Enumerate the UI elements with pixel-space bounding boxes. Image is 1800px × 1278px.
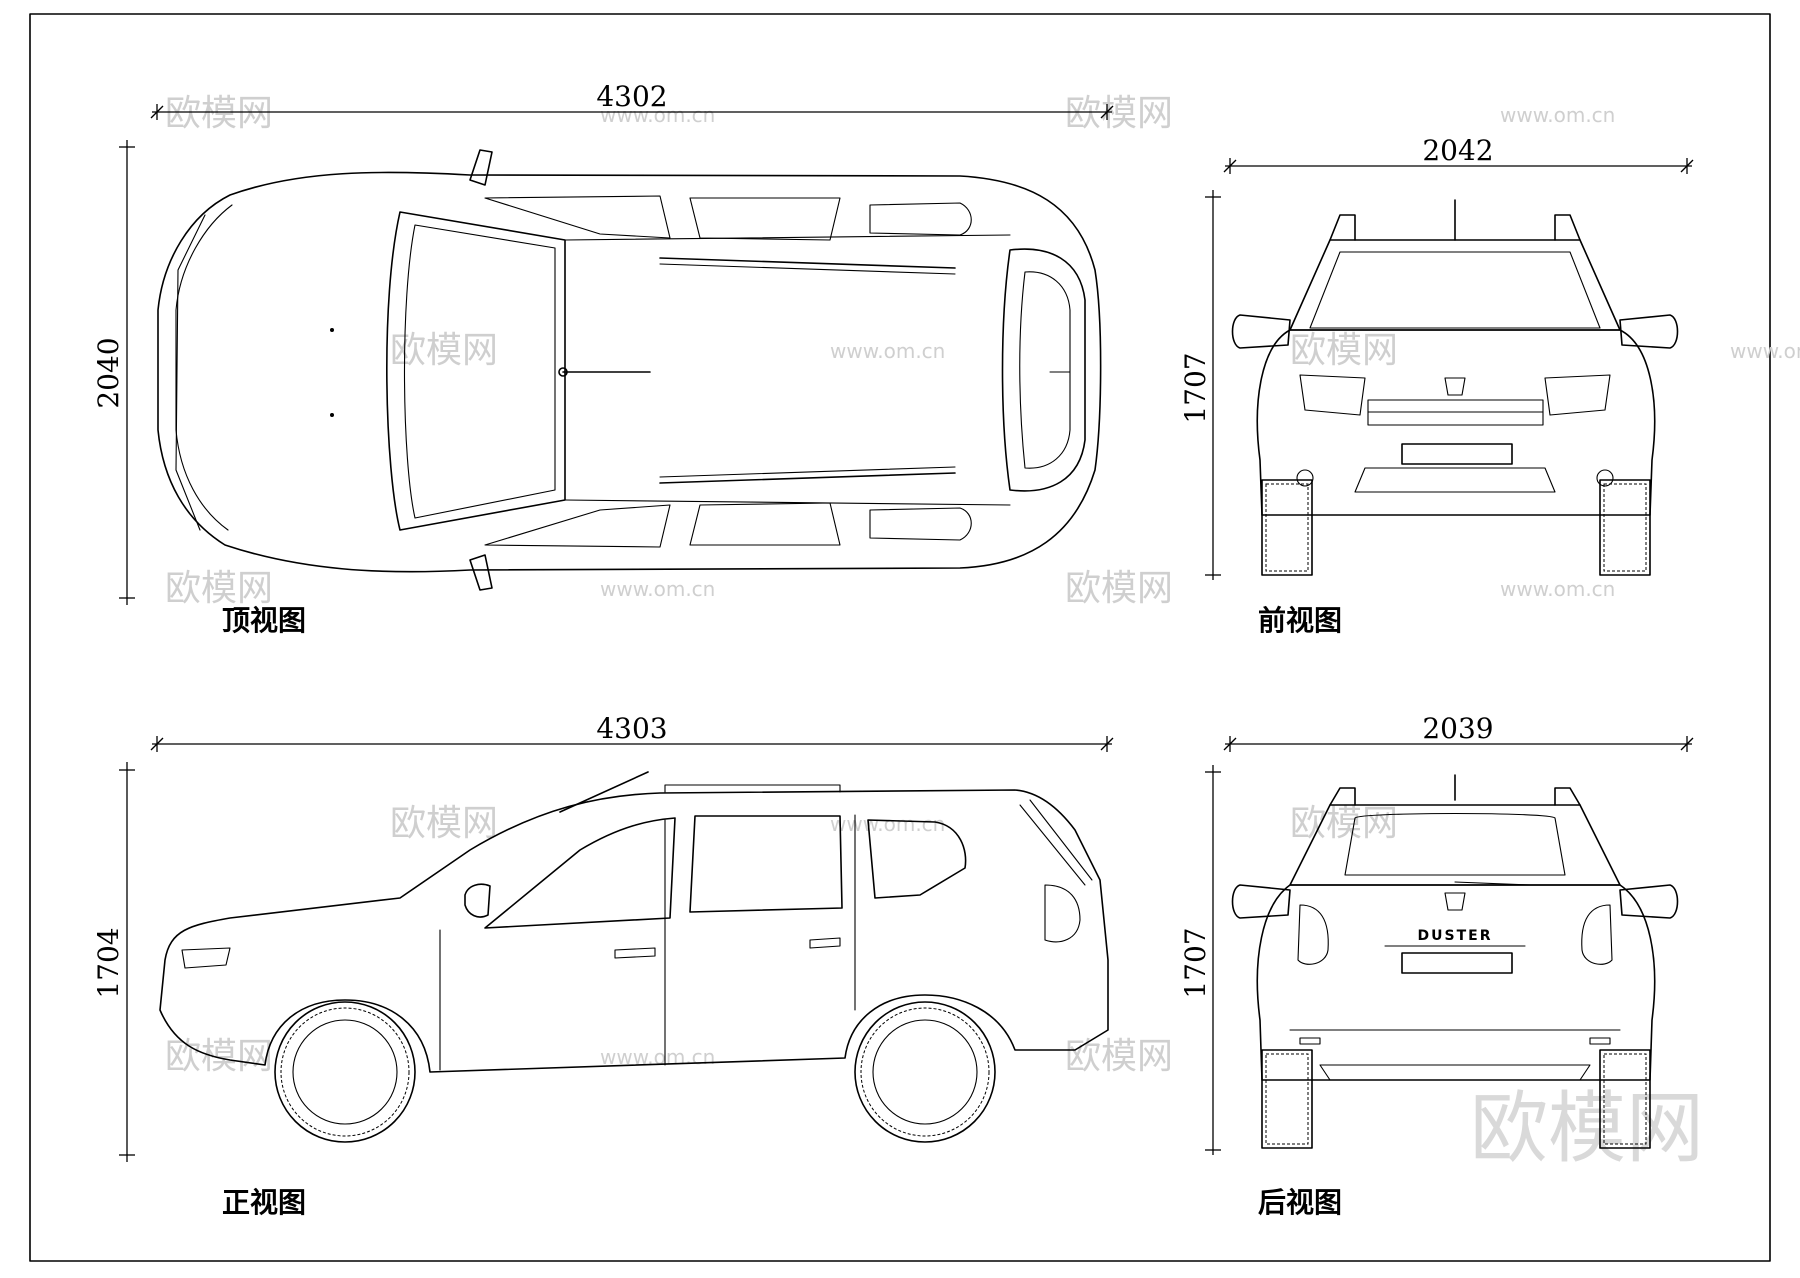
drawing-frame — [29, 13, 1771, 1262]
watermark-text: 欧模网 — [165, 1036, 273, 1077]
watermark-url: www.om.cn — [600, 103, 715, 127]
top-length-value: 4302 — [596, 80, 667, 113]
top-width-dimension: 2040 — [92, 140, 135, 605]
watermark-text: 欧模网 — [1290, 330, 1398, 371]
watermark-url: www.om.cn — [1500, 103, 1615, 127]
watermark-text: 欧模网 — [1065, 93, 1173, 134]
watermark-text: 欧模网 — [1290, 803, 1398, 844]
top-car-drawing — [157, 149, 1102, 591]
front-height-value: 1707 — [1179, 352, 1212, 423]
rear-height-value: 1707 — [1179, 927, 1212, 998]
rear-width-dimension: 2039 — [1223, 712, 1694, 752]
watermark-url: www.om.cn — [830, 812, 945, 836]
watermark-text: 欧模网 — [165, 568, 273, 609]
top-width-value: 2040 — [92, 337, 125, 408]
front-height-dimension: 1707 — [1179, 190, 1221, 580]
watermark-text: 欧模网 — [390, 330, 498, 371]
rear-view: 2039 1707 DUSTER — [1179, 712, 1694, 1219]
side-length-value: 4303 — [596, 712, 667, 745]
rear-height-dimension: 1707 — [1179, 765, 1221, 1155]
side-car-drawing — [159, 771, 1109, 1143]
front-view-caption: 前视图 — [1258, 604, 1342, 637]
side-height-dimension: 1704 — [92, 762, 135, 1162]
rear-car-drawing: DUSTER — [1231, 774, 1679, 1149]
watermark-url: www.om.cn — [1730, 339, 1800, 363]
watermark-url: www.om.cn — [600, 577, 715, 601]
watermark-layer: 欧模网 www.om.cn 欧模网 www.om.cn 欧模网 www.om.c… — [165, 93, 1800, 1174]
watermark-url: www.om.cn — [1500, 577, 1615, 601]
watermark-url: www.om.cn — [830, 339, 945, 363]
watermark-text: 欧模网 — [1065, 568, 1173, 609]
watermark-logo-text: 欧模网 — [1470, 1084, 1704, 1174]
rear-badge-text: DUSTER — [1418, 928, 1493, 944]
front-view: 2042 1707 — [1179, 134, 1694, 637]
side-length-dimension: 4303 — [150, 712, 1114, 752]
watermark-text: 欧模网 — [390, 803, 498, 844]
top-length-dimension: 4302 — [150, 80, 1114, 120]
front-width-dimension: 2042 — [1223, 134, 1694, 174]
rear-width-value: 2039 — [1422, 712, 1493, 745]
front-width-value: 2042 — [1422, 134, 1493, 167]
side-view-caption: 正视图 — [222, 1186, 306, 1219]
watermark-text: 欧模网 — [165, 93, 273, 134]
top-view: 4302 2040 — [92, 80, 1114, 637]
watermark-text: 欧模网 — [1065, 1036, 1173, 1077]
side-height-value: 1704 — [92, 927, 125, 998]
top-view-caption: 顶视图 — [222, 604, 306, 637]
rear-view-caption: 后视图 — [1258, 1186, 1342, 1219]
front-car-drawing — [1231, 199, 1679, 576]
side-view: 4303 1704 — [92, 712, 1114, 1219]
